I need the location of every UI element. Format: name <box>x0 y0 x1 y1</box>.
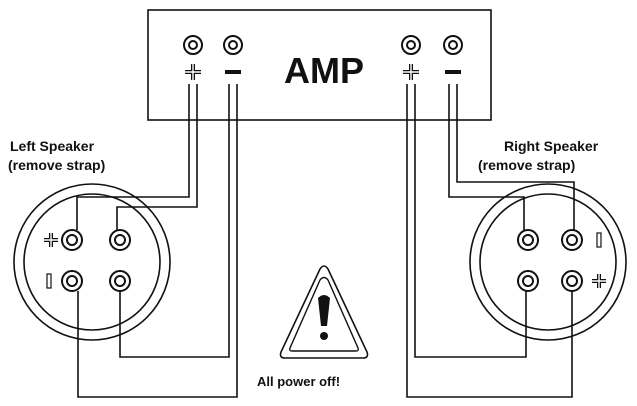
terminal <box>517 270 539 292</box>
amp-box <box>147 9 492 121</box>
warning-sign <box>279 265 369 359</box>
amp-terminal-right-plus <box>401 35 421 55</box>
right-speaker-note: (remove strap) <box>478 157 575 173</box>
plus-icon <box>44 233 58 247</box>
exclamation-dot <box>320 332 328 340</box>
exclamation-icon <box>318 295 330 326</box>
amp-terminal-right-minus <box>443 35 463 55</box>
amp-terminal-left-plus <box>183 35 203 55</box>
minus-icon <box>596 232 602 248</box>
wire-right-negative-return <box>456 84 575 230</box>
minus-icon <box>225 70 241 74</box>
amp-terminal-left-minus <box>223 35 243 55</box>
terminal <box>561 229 583 251</box>
wire-left-positive-return <box>116 84 198 230</box>
left-speaker-connector <box>13 183 171 341</box>
wire-left-negative-return <box>77 84 238 398</box>
warning-text: All power off! <box>257 374 340 389</box>
right-speaker-connector <box>469 183 627 341</box>
minus-icon <box>445 70 461 74</box>
amplifier: AMP <box>147 9 492 121</box>
wire-left-positive <box>76 84 190 230</box>
wire-left-negative <box>119 84 230 358</box>
terminal <box>517 229 539 251</box>
plus-icon <box>403 64 419 80</box>
right-speaker-title: Right Speaker <box>504 138 599 154</box>
left-speaker-note: (remove strap) <box>8 157 105 173</box>
amp-label: AMP <box>284 50 364 91</box>
wire-right-positive <box>406 84 573 398</box>
plus-icon <box>592 274 606 288</box>
plus-icon <box>185 64 201 80</box>
wire-right-negative <box>448 84 525 230</box>
left-speaker-title: Left Speaker <box>10 138 95 154</box>
terminal <box>61 229 83 251</box>
wires <box>76 84 575 398</box>
terminal <box>109 229 131 251</box>
terminal <box>61 270 83 292</box>
minus-icon <box>46 273 52 289</box>
wire-right-positive-return <box>414 84 527 358</box>
